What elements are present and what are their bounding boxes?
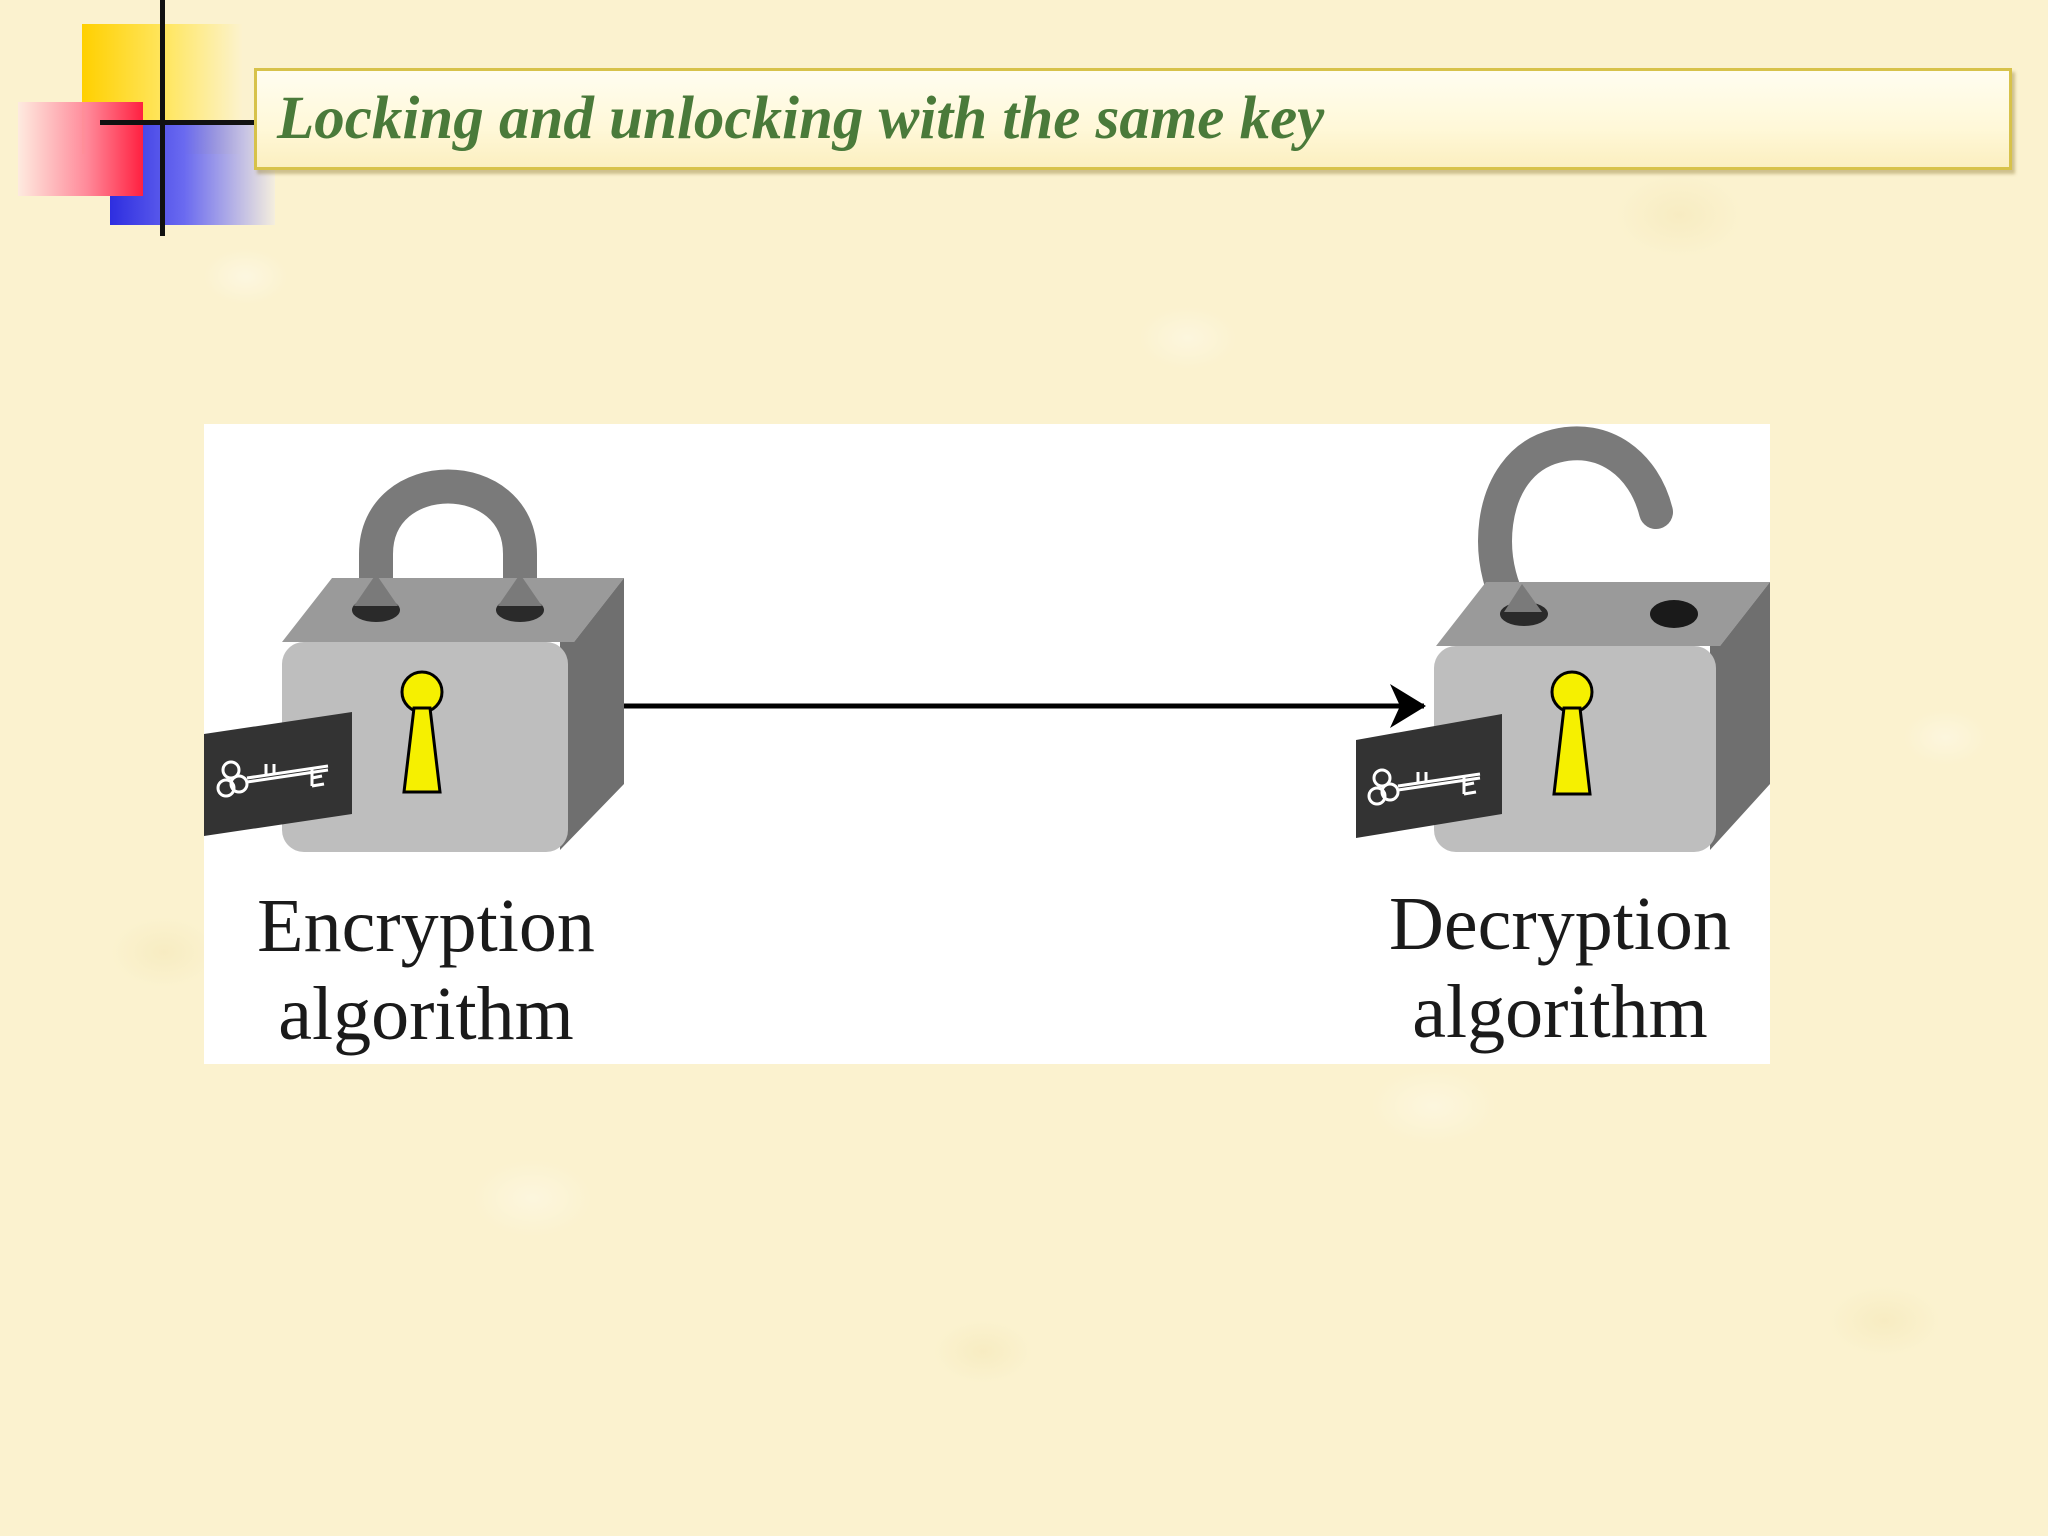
diagram-graphic (204, 426, 1770, 852)
encryption-label: Encryption algorithm (216, 882, 636, 1058)
decryption-label-line2: algorithm (1412, 970, 1708, 1054)
encryption-diagram: Encryption algorithm Decryption algorith… (204, 424, 1770, 1064)
padlock-open-icon (1356, 426, 1770, 852)
slide-title: Locking and unlocking with the same key (277, 85, 1325, 152)
decryption-label-line1: Decryption (1389, 882, 1731, 966)
key-icon (1356, 714, 1502, 838)
keyhole-icon (400, 670, 444, 794)
encryption-label-line1: Encryption (257, 884, 595, 968)
corner-decoration (0, 0, 275, 240)
title-bar: Locking and unlocking with the same key (254, 68, 2012, 170)
key-icon (204, 712, 352, 836)
padlock-locked-icon (204, 469, 624, 852)
corner-red-square (18, 102, 143, 196)
encryption-label-line2: algorithm (278, 972, 574, 1056)
corner-horizontal-line (100, 120, 260, 125)
keyhole-icon (1550, 670, 1594, 796)
corner-vertical-line (160, 0, 165, 236)
decryption-label: Decryption algorithm (1350, 880, 1770, 1056)
arrow-icon (624, 684, 1426, 728)
